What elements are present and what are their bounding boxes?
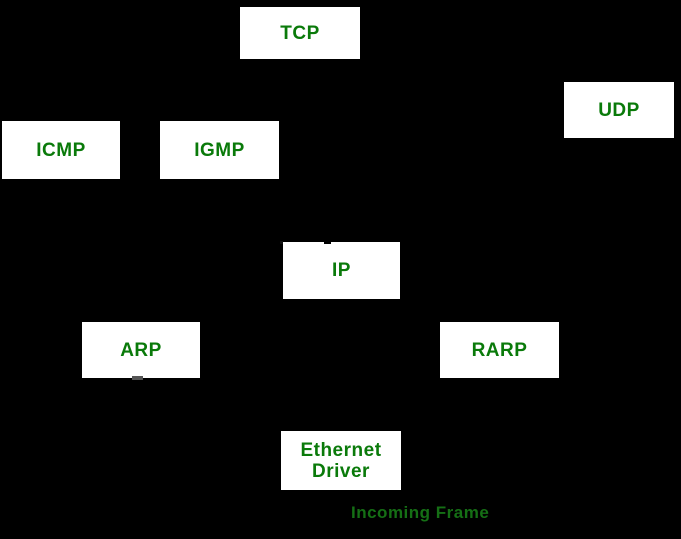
node-ip: IP [283,242,400,299]
node-ethernet-driver-label: Ethernet Driver [300,439,382,482]
node-icmp-label: ICMP [36,139,86,161]
node-arp-label: ARP [120,339,162,361]
arrow-tip-artifact [280,241,283,244]
node-udp-label: UDP [598,99,640,121]
node-igmp-label: IGMP [194,139,245,161]
incoming-frame-label: Incoming Frame [351,503,490,522]
node-tcp: TCP [240,7,360,59]
arrow-tip-artifact [132,376,143,380]
node-rarp-label: RARP [471,339,528,361]
node-arp: ARP [82,322,200,378]
node-tcp-label: TCP [280,22,320,44]
node-ip-label: IP [332,260,351,281]
node-icmp: ICMP [2,121,120,179]
arrow-tip-artifact [324,241,331,244]
node-udp: UDP [564,82,674,138]
node-ethernet-driver: Ethernet Driver [281,431,401,490]
node-rarp: RARP [440,322,559,378]
node-igmp: IGMP [160,121,279,179]
